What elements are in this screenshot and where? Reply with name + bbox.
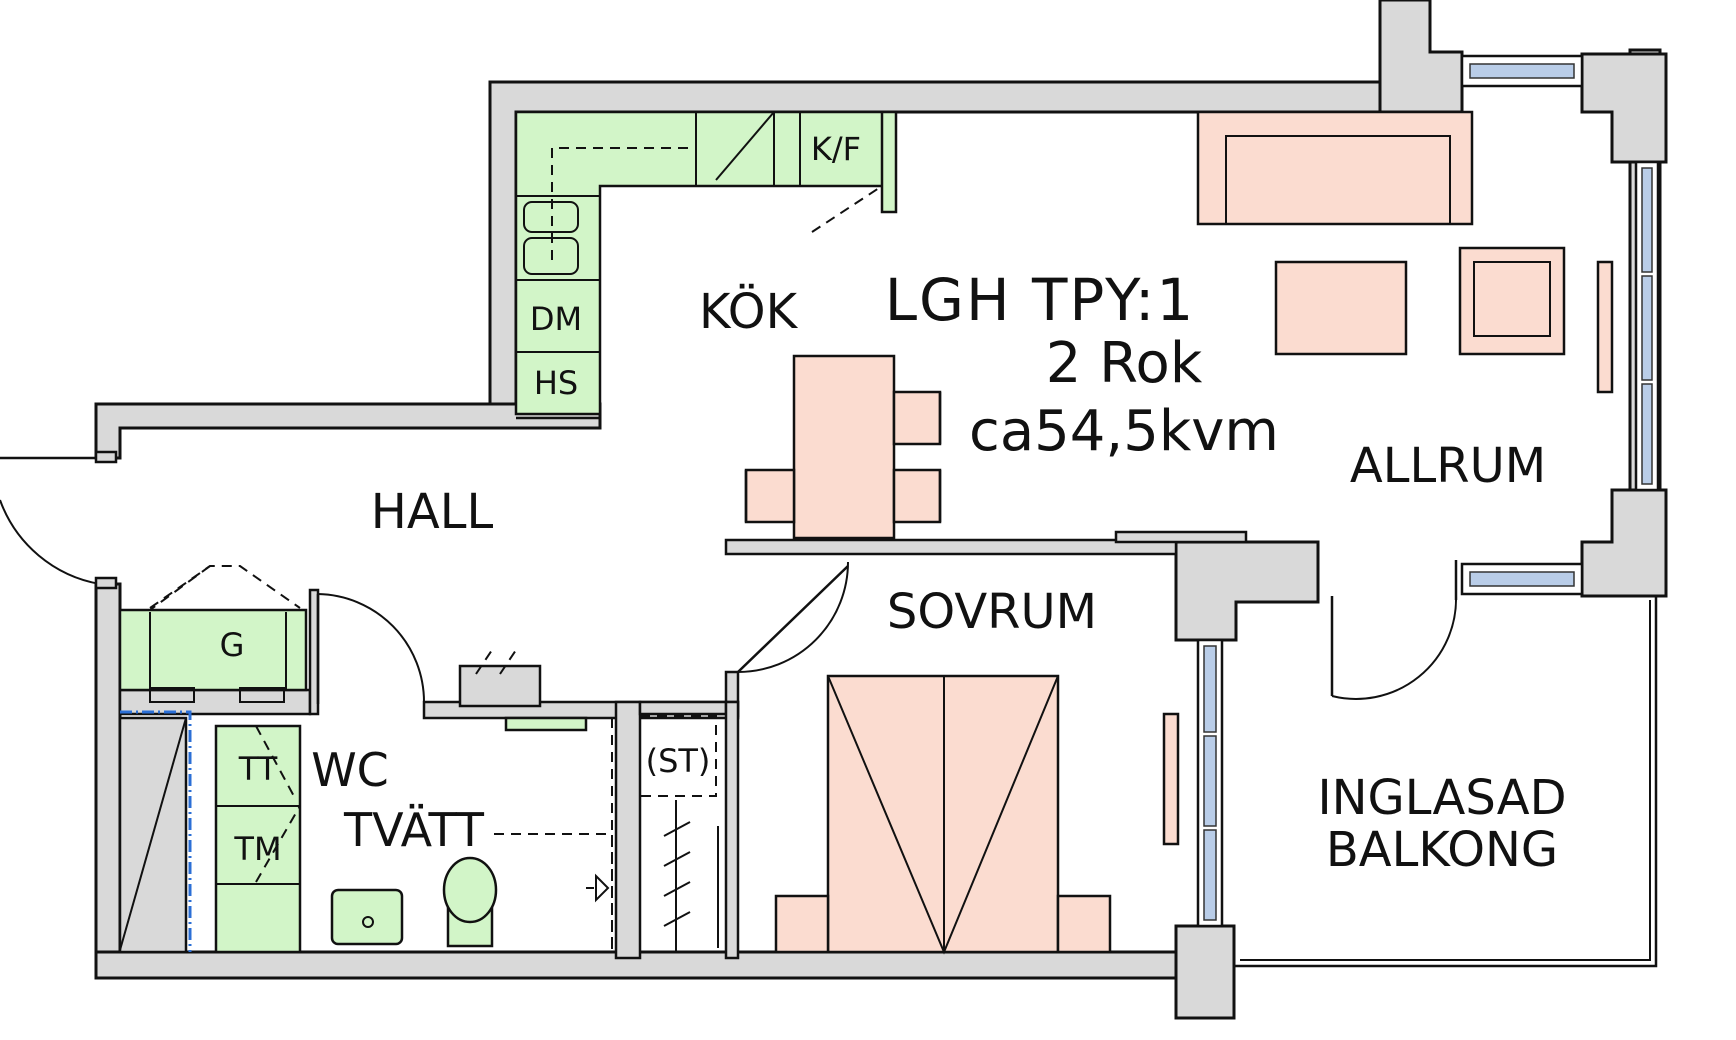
- dining-table: [792, 354, 896, 540]
- windows: [1162, 54, 1660, 928]
- room-label-wc: WC: [311, 743, 389, 797]
- fixture-label-kf: K/F: [811, 130, 861, 168]
- fixture-label-tm: TM: [233, 830, 281, 868]
- room-label-kok: KÖK: [699, 284, 799, 340]
- plan-area: ca54,5kvm: [969, 399, 1279, 464]
- room-label-tvatt: TVÄTT: [343, 803, 485, 857]
- laundry-wc: [118, 649, 613, 954]
- storage-closet: [639, 715, 719, 952]
- glazed-balcony: [1234, 560, 1658, 968]
- room-label-balkong: BALKONG: [1326, 822, 1558, 878]
- fixture-label-dm: DM: [530, 300, 582, 338]
- room-label-hall: HALL: [371, 484, 494, 540]
- coffee-table: [1274, 260, 1408, 356]
- doors: [0, 450, 849, 704]
- labels: LGH TPY:1 2 Rok ca54,5kvm KÖK HALL ALLRU…: [220, 130, 1567, 878]
- fixture-label-st: (ST): [646, 742, 711, 780]
- kitchen-counter: [514, 110, 898, 420]
- plan-title: LGH TPY:1: [885, 266, 1196, 334]
- room-label-allrum: ALLRUM: [1350, 438, 1546, 494]
- fixture-label-hs: HS: [534, 364, 578, 402]
- plan-room-count: 2 Rok: [1046, 331, 1203, 396]
- sofa: [1196, 110, 1474, 226]
- room-label-sovrum: SOVRUM: [887, 584, 1097, 640]
- hall-wardrobe: [118, 565, 308, 703]
- furniture: [744, 110, 1566, 955]
- armchair: [1458, 246, 1566, 356]
- fixture-label-tt: TT: [238, 750, 278, 788]
- room-label-inglasad: INGLASAD: [1317, 770, 1566, 826]
- fixture-label-g: G: [220, 626, 245, 664]
